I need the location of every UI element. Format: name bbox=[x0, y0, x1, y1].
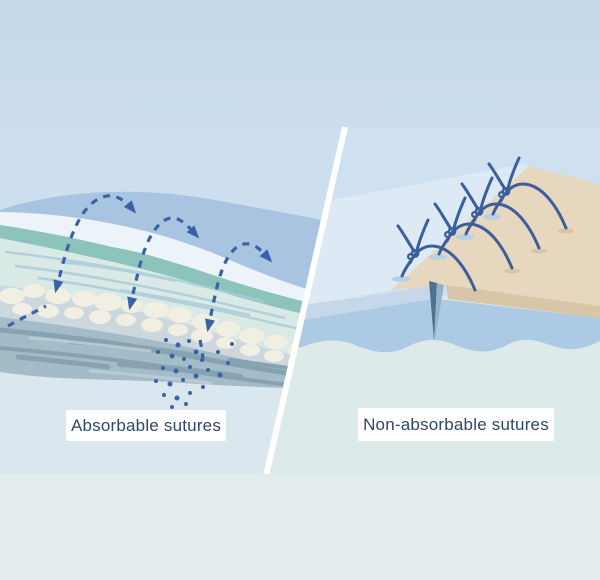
panel-label-absorbable-text: Absorbable sutures bbox=[70, 415, 222, 435]
dissolving-dots bbox=[154, 338, 234, 409]
skin-plane-tan bbox=[391, 166, 600, 306]
panel-label-non-absorbable: Non-absorbable sutures bbox=[358, 408, 554, 441]
absorption-arrows bbox=[7, 194, 273, 364]
divider-line bbox=[263, 126, 348, 477]
suture-stitch bbox=[429, 196, 520, 274]
panel-label-non-absorbable-text: Non-absorbable sutures bbox=[363, 414, 549, 434]
panel-absorbable-art bbox=[0, 128, 347, 476]
suture-stitch bbox=[483, 156, 574, 234]
suture-stitch bbox=[456, 176, 547, 254]
background-top-band bbox=[0, 0, 600, 130]
arrow-spur bbox=[198, 339, 205, 364]
suture-stitches bbox=[392, 156, 574, 296]
muscle-highlight-lines bbox=[28, 336, 212, 385]
background-bottom-bar bbox=[0, 474, 600, 580]
suture-stitch bbox=[392, 218, 483, 296]
incision-wedge bbox=[429, 281, 444, 341]
skin-plane-tan-front bbox=[446, 285, 600, 318]
muscle-fiber-lines bbox=[0, 327, 333, 391]
panel-left-lower-bg bbox=[0, 372, 347, 476]
panel-non-absorbable-art bbox=[267, 128, 600, 476]
panel-label-absorbable: Absorbable sutures bbox=[66, 410, 226, 441]
arrow-tail-trail bbox=[7, 304, 47, 328]
water-band bbox=[267, 299, 600, 353]
